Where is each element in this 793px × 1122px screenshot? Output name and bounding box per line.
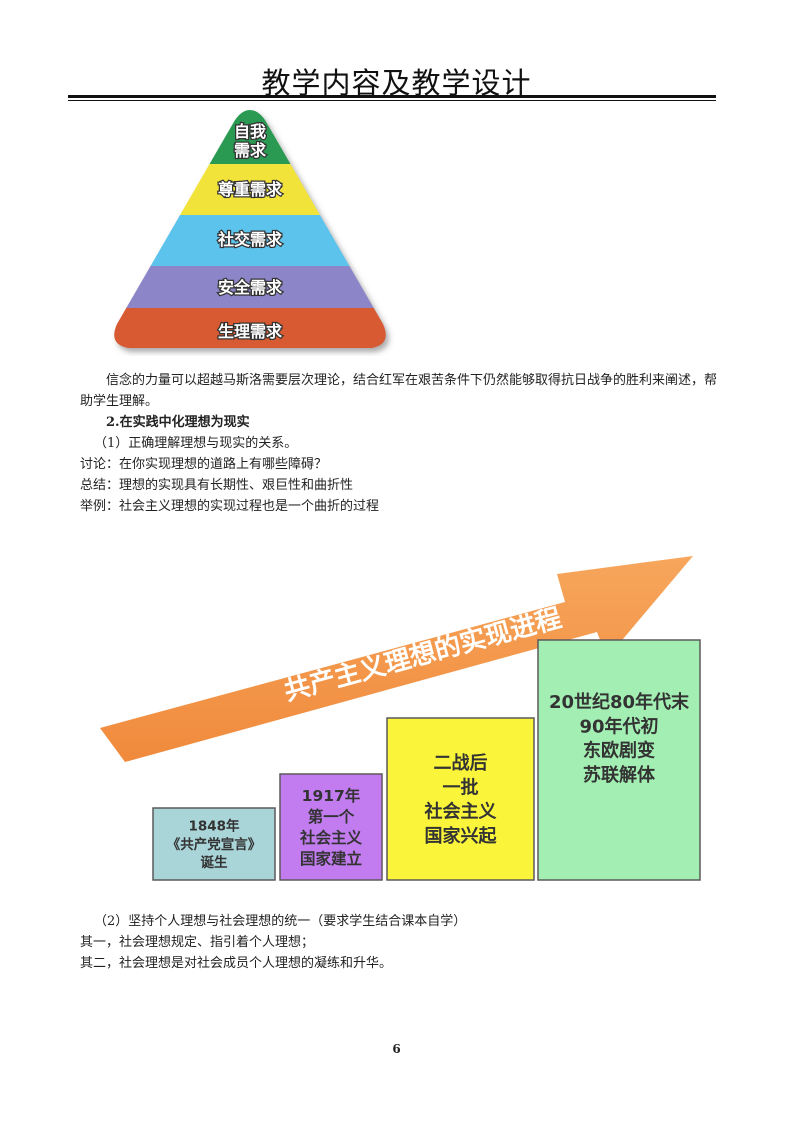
- progress-diagram: 共产主义理想的实现进程 1848年《共产党宣言》诞生1917年第一个社会主义国家…: [100, 556, 701, 881]
- pyramid-label-safety: 安全需求: [218, 278, 283, 297]
- header-rule-thin: [68, 100, 716, 101]
- step-1848-box: [152, 807, 276, 881]
- item-2: （2）坚持个人理想与社会理想的统一（要求学生结合课本自学）: [94, 914, 467, 929]
- second-point: 其二，社会理想是对社会成员个人理想的凝练和升华。: [80, 956, 393, 971]
- summary-line: 总结：理想的实现具有长期性、艰巨性和曲折性: [80, 478, 354, 493]
- pyramid-level-safety: [114, 266, 386, 308]
- discussion-line: 讨论：在你实现理想的道路上有哪些障碍？: [80, 457, 328, 472]
- step-postwar-line-2: 一批: [443, 776, 479, 798]
- step-1980s-line-2: 90年代初: [579, 715, 658, 737]
- step-1848-line-2: 《共产党宣言》: [167, 836, 262, 853]
- header-rule-thick: [68, 95, 716, 98]
- step-1980s-line-4: 苏联解体: [583, 764, 656, 786]
- step-postwar-box: [386, 717, 535, 881]
- pyramid-label-self-1: 自我: [234, 122, 266, 141]
- first-point: 其一，社会理想规定、指引着个人理想；: [80, 935, 315, 950]
- step-postwar-line-3: 社会主义: [425, 801, 497, 823]
- step-1980s-line-3: 东欧剧变: [583, 740, 655, 762]
- item-1: （1）正确理解理想与现实的关系。: [94, 436, 298, 451]
- step-1980s-line-1: 20世纪80年代末: [549, 691, 690, 713]
- step-1848-line-3: 诞生: [201, 854, 228, 871]
- step-1848-line-1: 1848年: [188, 818, 240, 835]
- step-postwar-line-4: 国家兴起: [425, 825, 498, 847]
- pyramid-label-esteem: 尊重需求: [218, 180, 283, 199]
- pyramid-label-physiological: 生理需求: [218, 322, 283, 341]
- step-1917-line-4: 国家建立: [300, 849, 362, 868]
- page-title: 教学内容及教学设计: [261, 66, 532, 100]
- paragraph-belief: 信念的力量可以超越马斯洛需要层次理论，结合红军在艰苦条件下仍然能够取得抗日战争的…: [80, 373, 718, 409]
- pyramid-level-physiological: [114, 308, 386, 348]
- example-line: 举例：社会主义理想的实现过程也是一个曲折的过程: [80, 499, 380, 514]
- page-number: 6: [392, 1042, 401, 1056]
- step-postwar-line-1: 二战后: [434, 753, 488, 774]
- step-1917-line-3: 社会主义: [299, 828, 363, 847]
- step-1917-line-1: 1917年: [302, 786, 361, 805]
- pyramid-label-self-2: 需求: [234, 141, 267, 160]
- step-1917-line-2: 第一个: [308, 807, 355, 826]
- step-1917-box: [279, 773, 383, 881]
- pyramid-label-social: 社交需求: [217, 230, 283, 249]
- section-heading-2: 2.在实践中化理想为现实: [106, 415, 250, 430]
- maslow-pyramid: 自我 需求 尊重需求 社交需求 安全需求 生理需求: [114, 110, 386, 348]
- progress-arrow-label: 共产主义理想的实现进程: [281, 602, 565, 707]
- progress-steps: 1848年《共产党宣言》诞生1917年第一个社会主义国家建立二战后一批社会主义国…: [152, 639, 701, 881]
- step-1980s-box: [537, 639, 701, 881]
- progress-arrow: [100, 556, 693, 762]
